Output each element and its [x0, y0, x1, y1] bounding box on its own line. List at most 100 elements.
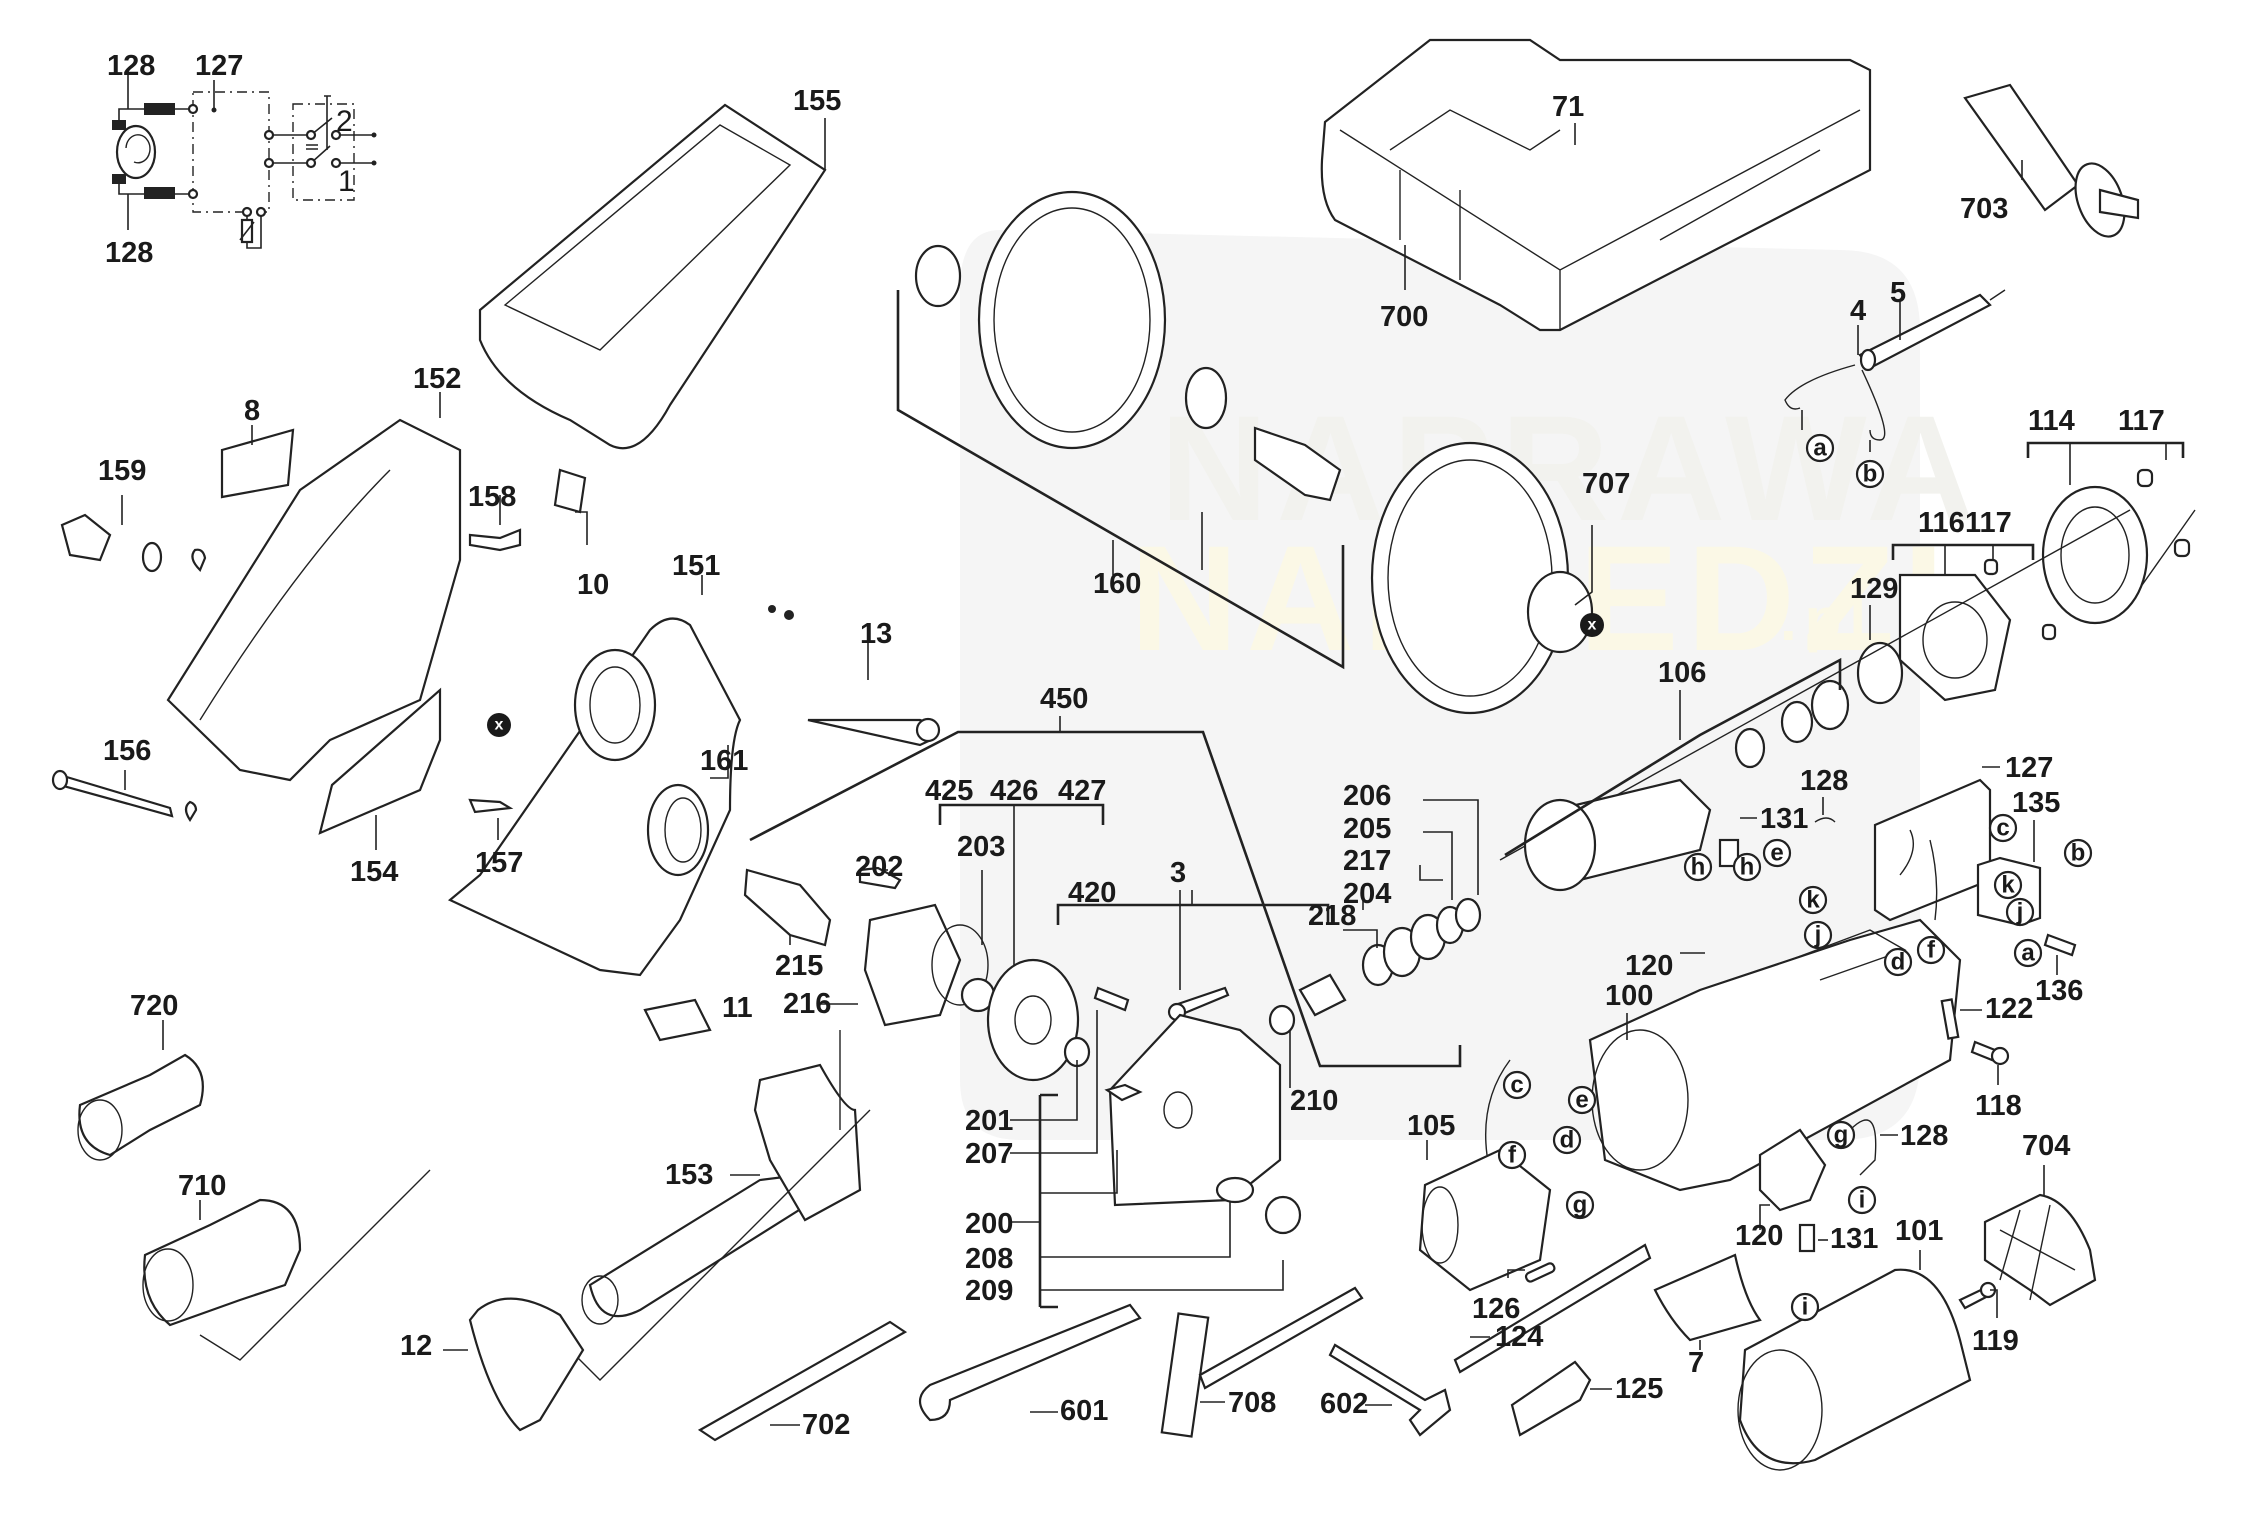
base-plate — [447, 575, 742, 977]
letter-h-1: h — [1691, 854, 1706, 881]
label-11: 11 — [722, 992, 753, 1024]
label-207: 207 — [965, 1138, 1013, 1170]
label-120-top: 120 — [1625, 950, 1673, 982]
shaft-215 — [743, 868, 832, 947]
screw-202 — [858, 866, 902, 890]
flange-bolt — [1253, 426, 1342, 502]
schematic-label-127: 127 — [195, 50, 243, 82]
marker-x-1 — [487, 713, 511, 737]
letter-d-1: d — [1891, 949, 1906, 976]
label-201: 201 — [965, 1105, 1013, 1137]
connection-letters: a b h h e c b k k j j f d a c e d f g g … — [1497, 433, 2093, 1322]
spanner-601 — [918, 1303, 1142, 1422]
label-209: 209 — [965, 1275, 1013, 1307]
label-124: 124 — [1495, 1321, 1543, 1353]
label-208: 208 — [965, 1243, 1013, 1275]
letter-k-1: k — [1806, 887, 1820, 914]
rotation-arrow-icon — [125, 134, 151, 164]
label-700: 700 — [1380, 301, 1428, 333]
label-206: 206 — [1343, 780, 1391, 812]
letter-g-2: g — [1834, 1122, 1849, 1149]
screw-158 — [468, 528, 522, 552]
label-128-bottom: 128 — [1900, 1120, 1948, 1152]
label-204: 204 — [1343, 878, 1391, 910]
label-703: 703 — [1960, 193, 2008, 225]
letter-j-2: j — [2016, 899, 2024, 926]
blade-guard — [166, 392, 462, 782]
clamp-band-12 — [468, 1297, 585, 1432]
label-151: 151 — [672, 550, 720, 582]
letter-b-cord: b — [1863, 461, 1878, 488]
label-12: 12 — [400, 1330, 432, 1362]
label-119: 119 — [1972, 1325, 2019, 1357]
side-handle-153 — [581, 1063, 862, 1325]
letter-g-1: g — [1573, 1192, 1588, 1219]
label-117-top: 117 — [2118, 405, 2165, 437]
ring-129 — [1856, 641, 1904, 705]
bracket-450 — [749, 730, 1462, 1068]
label-116: 116 — [1918, 507, 1965, 539]
cap-209 — [1264, 1195, 1302, 1235]
diamond-blade — [977, 190, 1167, 450]
label-136: 136 — [2035, 975, 2083, 1007]
diamond-blade-707 — [1370, 441, 1594, 715]
label-8: 8 — [244, 395, 260, 427]
ring-205 — [1454, 897, 1482, 933]
label-129: 129 — [1850, 573, 1898, 605]
switch-box — [292, 103, 355, 201]
label-602: 602 — [1320, 1388, 1368, 1420]
auxiliary-handle — [1963, 83, 2140, 238]
gear-housing-200 — [1063, 986, 1282, 1207]
motor-brush-bottom — [112, 174, 126, 184]
nut-210 — [1268, 1004, 1296, 1036]
letter-i-2: i — [1802, 1294, 1809, 1321]
letter-e-1: e — [1770, 840, 1783, 867]
label-131-top: 131 — [1760, 803, 1808, 835]
letter-f-1: f — [1927, 937, 1936, 964]
sticker-10 — [553, 468, 587, 514]
bevel-gear-420 — [986, 958, 1080, 1082]
switch-position-2: 2 — [336, 105, 353, 138]
electronic-module-box — [192, 91, 270, 213]
screw-136 — [2043, 933, 2077, 957]
shim-702 — [697, 1320, 908, 1442]
power-cord — [1784, 289, 2006, 452]
clip-156 — [184, 800, 198, 823]
letter-c-1: c — [1996, 815, 2009, 842]
switch-position-1: 1 — [338, 165, 355, 198]
guide-spindle — [768, 605, 941, 747]
label-106: 106 — [1658, 657, 1706, 689]
bearing-flange-114 — [2026, 441, 2196, 625]
label-205: 205 — [1343, 813, 1391, 845]
pinion — [1298, 973, 1347, 1017]
letter-j-1: j — [1814, 922, 1822, 949]
locking-knob — [60, 495, 207, 573]
outer-flange — [914, 244, 962, 308]
label-120-bottom: 120 — [1735, 1220, 1783, 1252]
flange-216 — [863, 903, 962, 1027]
spring-208 — [1215, 1176, 1255, 1204]
letter-d-2: d — [1560, 1127, 1575, 1154]
motor-symbol — [115, 124, 157, 180]
plate-154 — [318, 687, 442, 835]
label-216: 216 — [783, 988, 831, 1020]
label-218: 218 — [1308, 900, 1356, 932]
adapter-720 — [77, 1020, 204, 1161]
label-427: 427 — [1058, 775, 1106, 807]
armature-106 — [1499, 509, 2131, 892]
slider-125 — [1510, 1360, 1592, 1437]
field-coil-bottom — [144, 187, 175, 199]
label-425: 425 — [925, 775, 973, 807]
label-5: 5 — [1890, 277, 1906, 309]
label-426: 426 — [990, 775, 1038, 807]
letter-f-2: f — [1508, 1142, 1517, 1169]
sticker-8 — [220, 428, 295, 499]
label-159: 159 — [98, 455, 146, 487]
field-coil-top — [144, 103, 175, 115]
label-3: 3 — [1170, 857, 1186, 889]
motor-brush-top — [112, 120, 126, 130]
letter-i-1: i — [1859, 1187, 1866, 1214]
label-152: 152 — [413, 363, 461, 395]
label-127: 127 — [2005, 752, 2053, 784]
label-114: 114 — [2028, 405, 2075, 437]
